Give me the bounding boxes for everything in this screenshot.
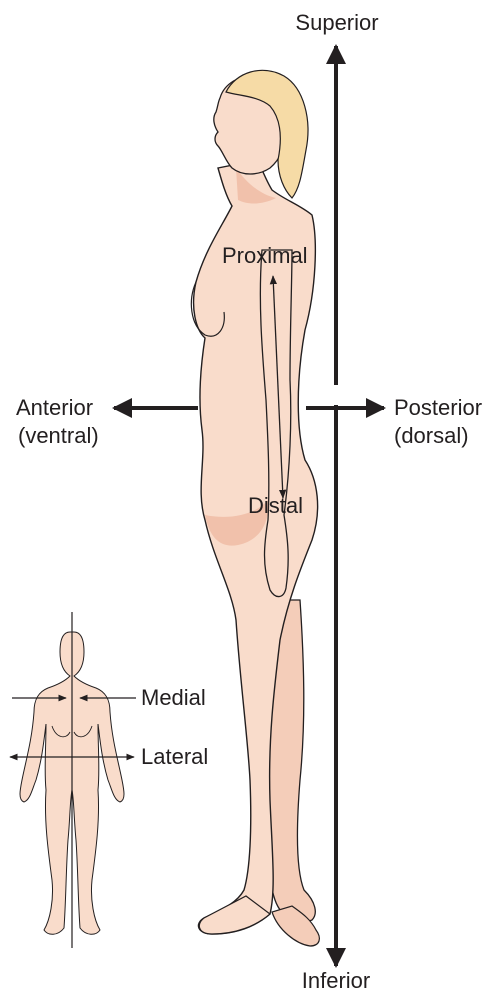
label-lateral: Lateral bbox=[141, 745, 208, 769]
label-posterior-alt: (dorsal) bbox=[394, 424, 469, 448]
label-posterior: Posterior bbox=[394, 396, 482, 420]
label-inferior: Inferior bbox=[278, 969, 394, 993]
body-outline bbox=[194, 160, 318, 934]
label-medial: Medial bbox=[141, 686, 206, 710]
label-superior: Superior bbox=[270, 11, 404, 35]
label-anterior-alt: (ventral) bbox=[18, 424, 99, 448]
front-view-figure bbox=[10, 612, 136, 948]
label-distal: Distal bbox=[248, 494, 303, 518]
label-anterior: Anterior bbox=[16, 396, 93, 420]
label-proximal: Proximal bbox=[222, 244, 308, 268]
